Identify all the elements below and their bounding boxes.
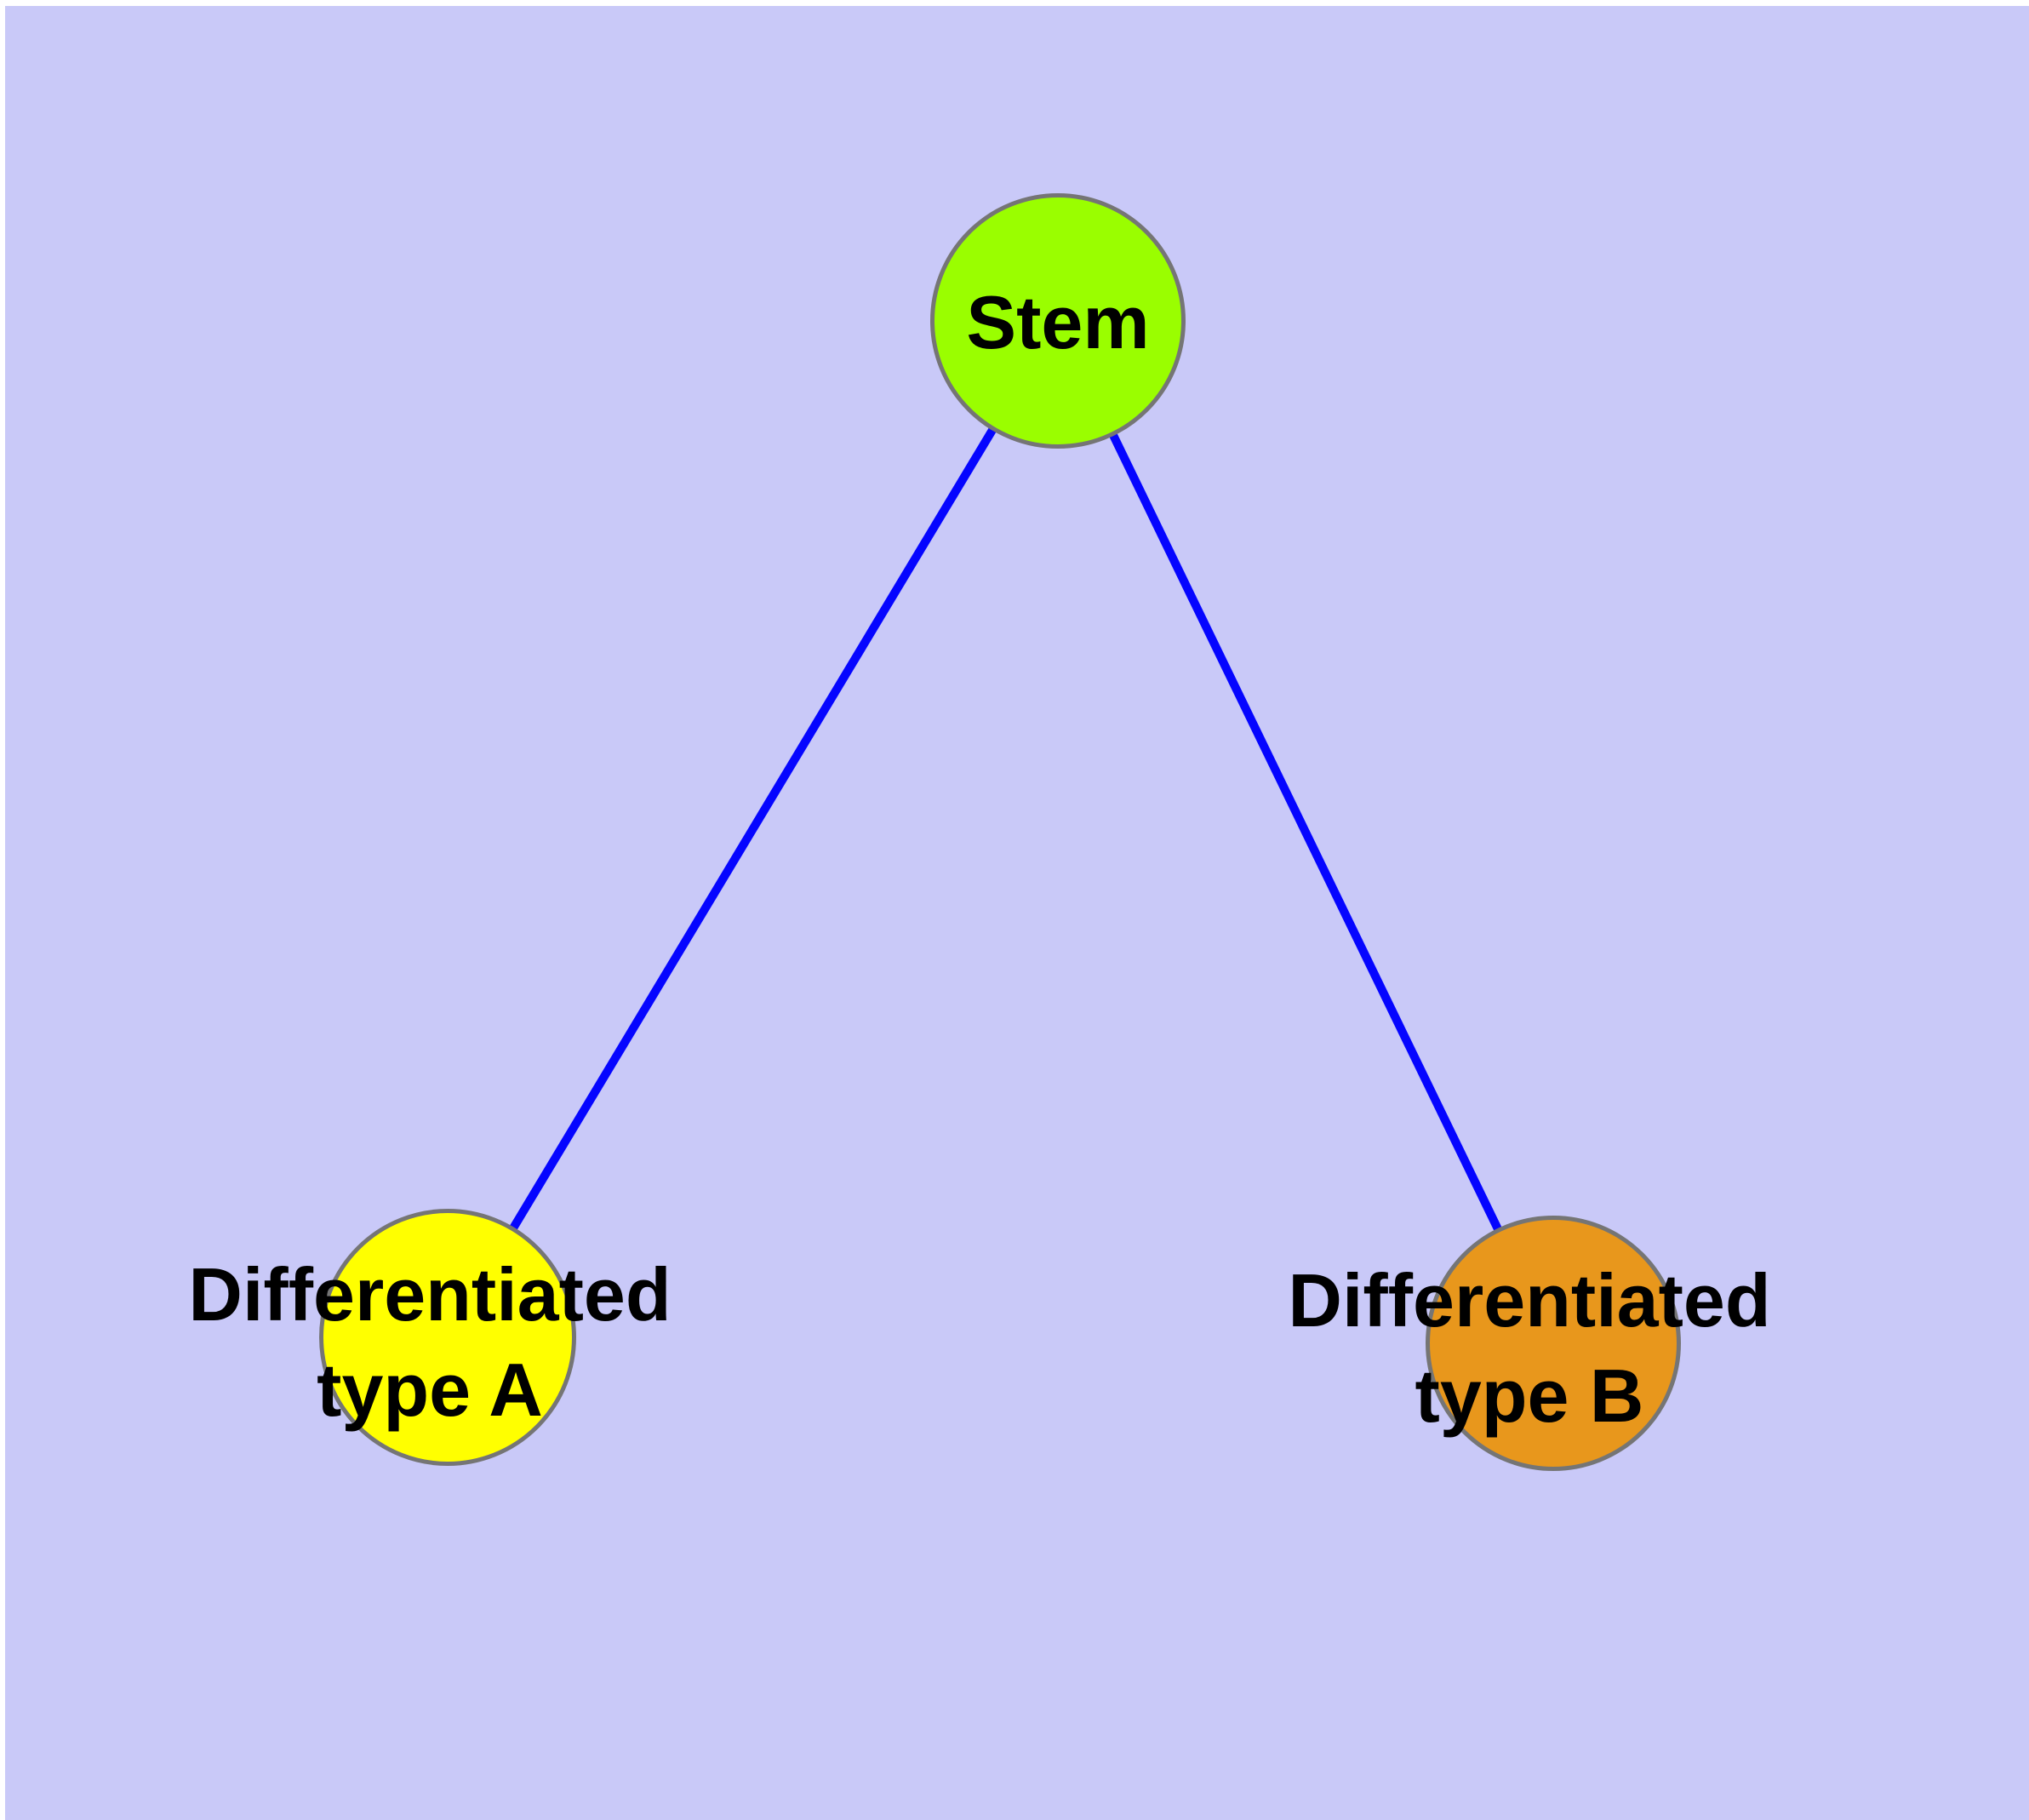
- node-stem-label: Stem: [966, 280, 1150, 364]
- edge-stem-to-type-a: [443, 318, 1062, 1340]
- node-differentiated-type-a: [319, 1209, 576, 1466]
- node-differentiated-type-a-label: Differentiated type A: [188, 1252, 672, 1432]
- edge-stem-to-type-b: [1054, 318, 1557, 1346]
- node-differentiated-type-b-label: Differentiated type B: [1288, 1258, 1771, 1438]
- edges-layer: [443, 318, 1557, 1346]
- node-differentiated-type-b: [1426, 1216, 1681, 1471]
- node-stem: [930, 193, 1186, 449]
- diagram-canvas: Stem Differentiated type A Differentiate…: [5, 6, 2029, 1820]
